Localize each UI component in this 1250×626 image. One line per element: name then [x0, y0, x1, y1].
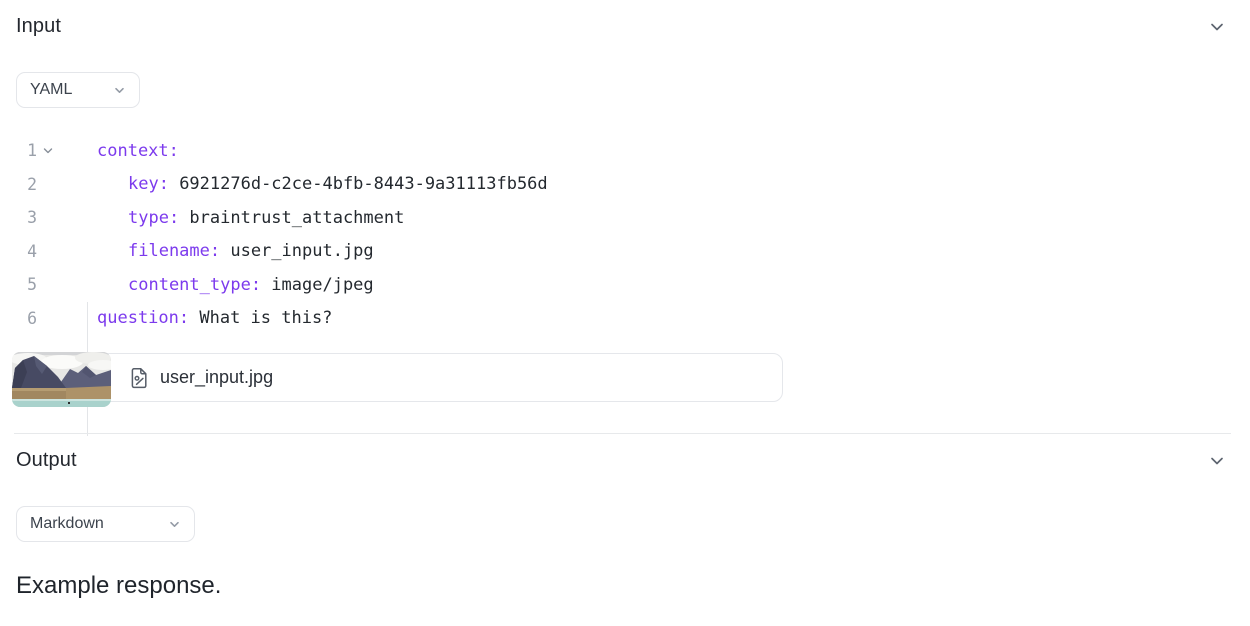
- output-collapse-chevron-down-icon[interactable]: [1207, 451, 1227, 471]
- yaml-key: question:: [97, 308, 190, 329]
- code-line: 4 filename: user_input.jpg: [0, 235, 1250, 269]
- file-image-icon: [129, 367, 149, 389]
- yaml-key: type:: [128, 207, 180, 228]
- attachment-filename: user_input.jpg: [160, 367, 274, 387]
- line-number: 4: [27, 241, 37, 261]
- input-section-title: Input: [16, 15, 61, 37]
- yaml-value: user_input.jpg: [220, 241, 374, 262]
- line-number: 2: [27, 174, 37, 194]
- fold-chevron-down-icon[interactable]: [37, 145, 61, 157]
- attachment-thumbnail-mountain-photo[interactable]: [12, 352, 111, 407]
- code-line: 6 question: What is this?: [0, 302, 1250, 336]
- yaml-key: filename:: [128, 241, 221, 262]
- code-line: 5 content_type: image/jpeg: [0, 268, 1250, 302]
- line-number: 3: [27, 208, 37, 228]
- section-divider: [14, 433, 1231, 434]
- line-number: 1: [27, 141, 37, 161]
- input-collapse-chevron-down-icon[interactable]: [1207, 17, 1227, 37]
- attachment-file-chip[interactable]: user_input.jpg: [12, 353, 783, 402]
- output-section-title: Output: [16, 449, 77, 471]
- code-line: 3 type: braintrust_attachment: [0, 201, 1250, 235]
- line-number: 6: [27, 308, 37, 328]
- yaml-key: key:: [128, 174, 169, 195]
- code-line: 2 key: 6921276d-c2ce-4bfb-8443-9a31113fb…: [0, 168, 1250, 202]
- input-format-dropdown-label: YAML: [30, 81, 73, 98]
- yaml-value: braintrust_attachment: [179, 207, 405, 228]
- code-line: 1 context:: [0, 134, 1250, 168]
- output-format-dropdown-label: Markdown: [30, 515, 104, 532]
- yaml-key: context:: [97, 140, 179, 161]
- yaml-value: image/jpeg: [261, 274, 374, 295]
- chevron-down-icon: [168, 518, 181, 531]
- yaml-value: What is this?: [189, 308, 333, 329]
- yaml-key: content_type:: [128, 274, 262, 295]
- yaml-value: 6921276d-c2ce-4bfb-8443-9a31113fb56d: [168, 174, 548, 195]
- line-number: 5: [27, 275, 37, 295]
- chevron-down-icon: [113, 84, 126, 97]
- output-response-text: Example response.: [16, 572, 222, 599]
- output-format-dropdown[interactable]: Markdown: [16, 506, 195, 542]
- input-format-dropdown[interactable]: YAML: [16, 72, 140, 108]
- yaml-code-editor[interactable]: 1 context: 2 key: 6921276d-c2ce-4bfb-844…: [0, 134, 1250, 436]
